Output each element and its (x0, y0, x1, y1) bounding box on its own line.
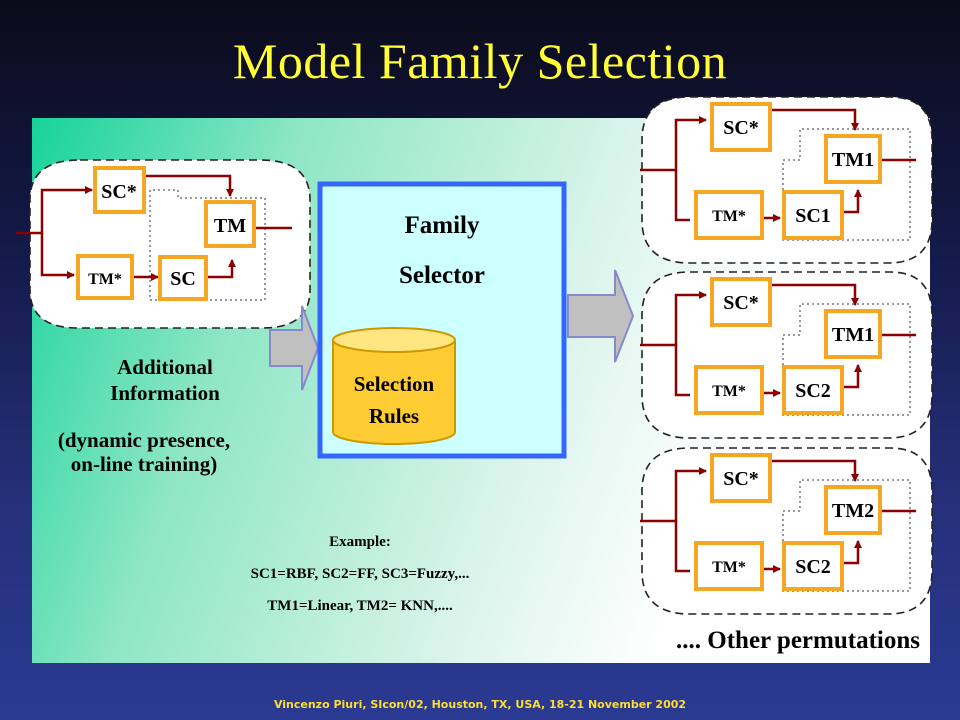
additional-info-line2: Information (110, 381, 220, 405)
additional-information: Additional Information (40, 354, 290, 406)
left-arrow (269, 305, 320, 391)
additional-info-line3: (dynamic presence, (57, 428, 231, 452)
left-tm-label: TM (214, 215, 246, 237)
rm2-sc-star-label: SC* (723, 292, 759, 314)
rm3-sc-star-label: SC* (723, 468, 759, 490)
rm1-tm-star-label: TM* (712, 208, 746, 225)
example-line1: SC1=RBF, SC2=FF, SC3=Fuzzy,... (250, 566, 470, 582)
rm2-tm-label: TM1 (832, 324, 874, 346)
right-module-3 (640, 447, 933, 615)
example-label: Example: (329, 534, 391, 550)
right-module-1 (640, 96, 933, 264)
rm3-tm-label: TM2 (832, 500, 874, 522)
selection-rules-line2: Rules (368, 404, 420, 428)
rm2-sc-label: SC2 (795, 380, 831, 402)
other-permutations: .... Other permutations (676, 627, 920, 654)
left-tm-star-label: TM* (88, 271, 122, 288)
right-arrow (567, 269, 635, 363)
additional-info-line1: Additional (117, 355, 213, 379)
rm2-tm-star-label: TM* (712, 383, 746, 400)
family-selector (317, 181, 567, 459)
selector-title-line1: Family (404, 212, 480, 239)
selection-rules: Selection Rules (333, 368, 455, 432)
rm1-tm-label: TM1 (832, 149, 874, 171)
rm1-sc-label: SC1 (795, 205, 831, 227)
rm3-sc-label: SC2 (795, 556, 831, 578)
left-module (16, 159, 311, 329)
selector-title-line2: Selector (398, 262, 486, 289)
example-line2: TM1=Linear, TM2= KNN,.... (267, 598, 453, 614)
left-sc-star-label: SC* (101, 181, 137, 203)
page-title: Model Family Selection (232, 33, 728, 89)
right-module-2 (640, 271, 933, 439)
rm1-sc-star-label: SC* (723, 117, 759, 139)
additional-info-details: (dynamic presence, on-line training) (8, 428, 280, 476)
selection-rules-line1: Selection (353, 372, 435, 396)
rm3-tm-star-label: TM* (712, 559, 746, 576)
footer-credit: Vincenzo Piuri, SIcon/02, Houston, TX, U… (273, 698, 687, 711)
left-sc-label: SC (170, 268, 196, 290)
additional-info-line4: on-line training) (70, 452, 218, 476)
